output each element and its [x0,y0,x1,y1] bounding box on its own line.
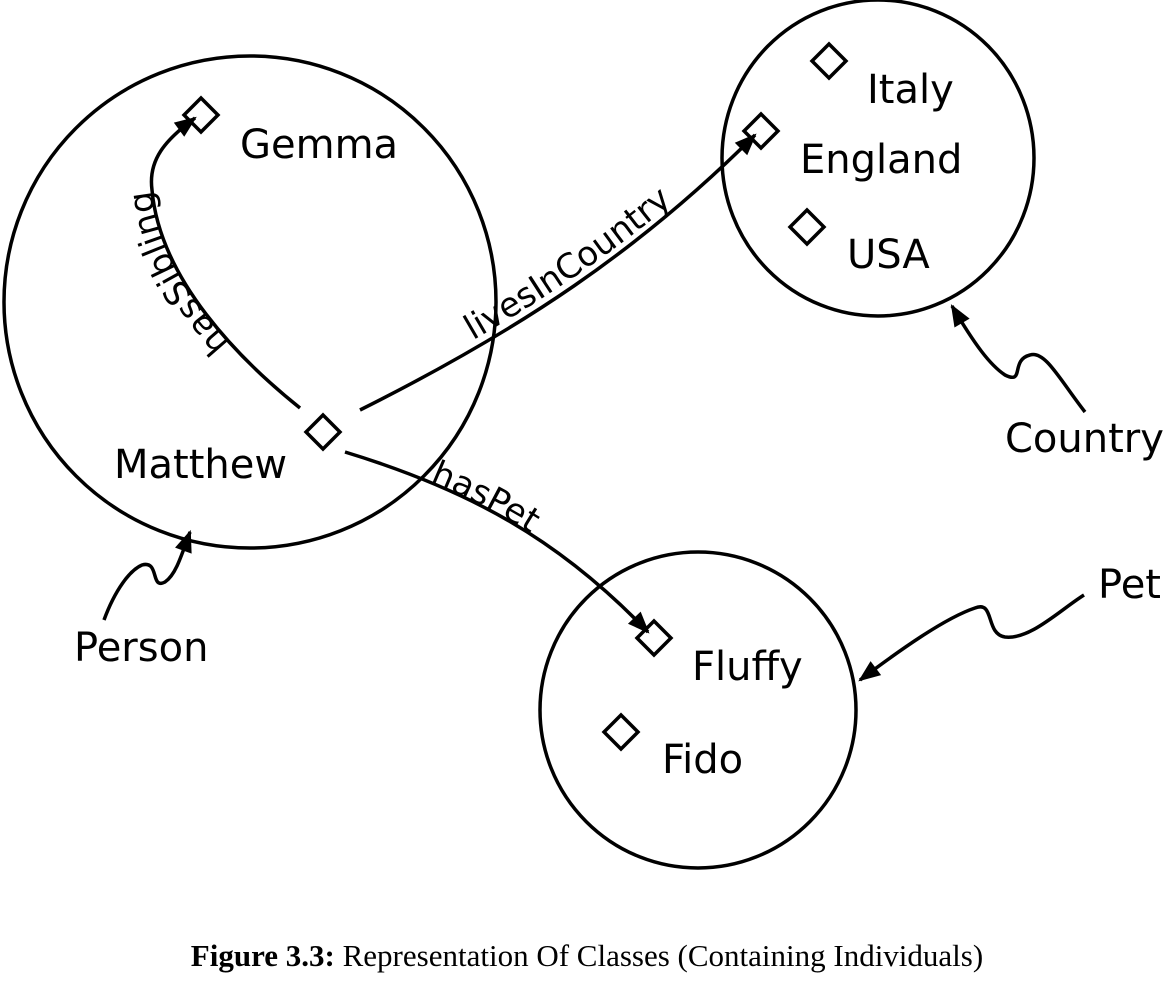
lives-in-country-label: livesInCountry [457,179,678,348]
class-diagram: Gemma Matthew Italy England USA Fluffy F… [2,0,1164,870]
fluffy-label: Fluffy [692,644,803,690]
country-circle [720,0,1036,318]
has-sibling-text: hasSibling [121,189,237,364]
has-sibling-label: hasSibling [121,189,237,364]
has-pet-label: hasPet [426,453,547,541]
lives-in-country-text: livesInCountry [457,179,678,348]
gemma-diamond-icon [181,95,221,135]
italy-label: Italy [867,67,954,113]
class-pet [538,550,858,870]
has-pet-text: hasPet [426,453,547,541]
figure-title: Representation Of Classes (Containing In… [342,938,984,973]
england-label: England [800,137,962,183]
figure-caption: Figure 3.3: Representation Of Classes (C… [0,938,1174,974]
matthew-label: Matthew [114,442,287,488]
fido-label: Fido [662,737,743,783]
country-class-label: Country [1005,416,1164,462]
gemma-label: Gemma [240,122,398,168]
has-pet-arrow [344,450,650,634]
pet-pointer-arrow [858,593,1085,682]
pet-circle [538,550,858,870]
class-person [2,54,498,550]
has-sibling-arrow [149,116,302,410]
italy-diamond-icon [809,41,849,81]
person-pointer-arrow [102,529,192,621]
class-country [720,0,1036,318]
usa-label: USA [847,232,930,278]
figure-number: Figure 3.3: [190,938,335,973]
matthew-diamond-icon [303,412,343,452]
person-class-label: Person [74,625,208,671]
pet-class-label: Pet [1098,562,1161,608]
person-circle [2,54,498,550]
usa-diamond-icon [787,207,827,247]
fido-diamond-icon [601,712,641,752]
lives-in-country-arrow [359,133,757,412]
country-pointer-arrow [950,304,1087,414]
